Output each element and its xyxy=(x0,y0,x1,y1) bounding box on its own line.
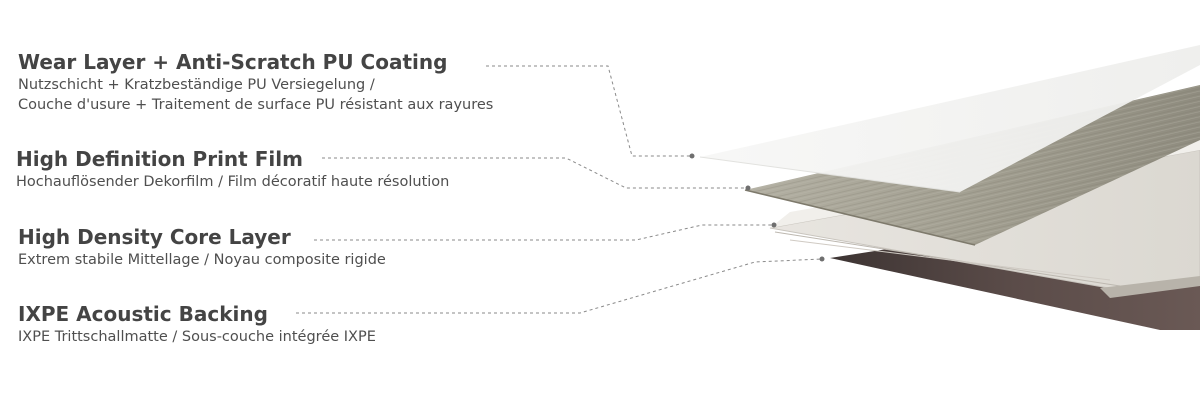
label-wear-layer: Wear Layer + Anti-Scratch PU Coating Nut… xyxy=(18,49,493,115)
leader-dot-print xyxy=(745,185,751,191)
leader-line-wear xyxy=(486,65,692,157)
leader-lines xyxy=(296,65,823,314)
label-core-layer: High Density Core Layer Extrem stabile M… xyxy=(18,224,386,270)
layer-title: IXPE Acoustic Backing xyxy=(18,302,268,326)
layer-subtitle: Nutzschicht + Kratzbeständige PU Versieg… xyxy=(18,77,375,93)
leader-line-core xyxy=(314,224,774,241)
leader-line-print xyxy=(322,157,748,189)
leader-line-ixpe xyxy=(296,258,823,314)
layer-title: High Definition Print Film xyxy=(16,147,303,171)
label-print-film: High Definition Print Film Hochauflösend… xyxy=(16,146,449,192)
leader-dot-core xyxy=(771,222,777,228)
layer-title: Wear Layer + Anti-Scratch PU Coating xyxy=(18,50,448,74)
leader-dot-ixpe xyxy=(819,256,825,262)
layer-subtitle: IXPE Trittschallmatte / Sous-couche inté… xyxy=(18,329,376,345)
leader-dot-wear xyxy=(689,153,695,159)
layer-subtitle: Couche d'usure + Traitement de surface P… xyxy=(18,97,494,113)
layer-subtitle: Extrem stabile Mittellage / Noyau compos… xyxy=(18,252,386,268)
label-ixpe-backing: IXPE Acoustic Backing IXPE Trittschallma… xyxy=(18,301,376,347)
layer-title: High Density Core Layer xyxy=(18,225,291,249)
leader-dots xyxy=(689,153,825,262)
wear-layer-shape xyxy=(699,45,1200,193)
layer-subtitle: Hochauflösender Dekorfilm / Film décorat… xyxy=(16,174,450,190)
